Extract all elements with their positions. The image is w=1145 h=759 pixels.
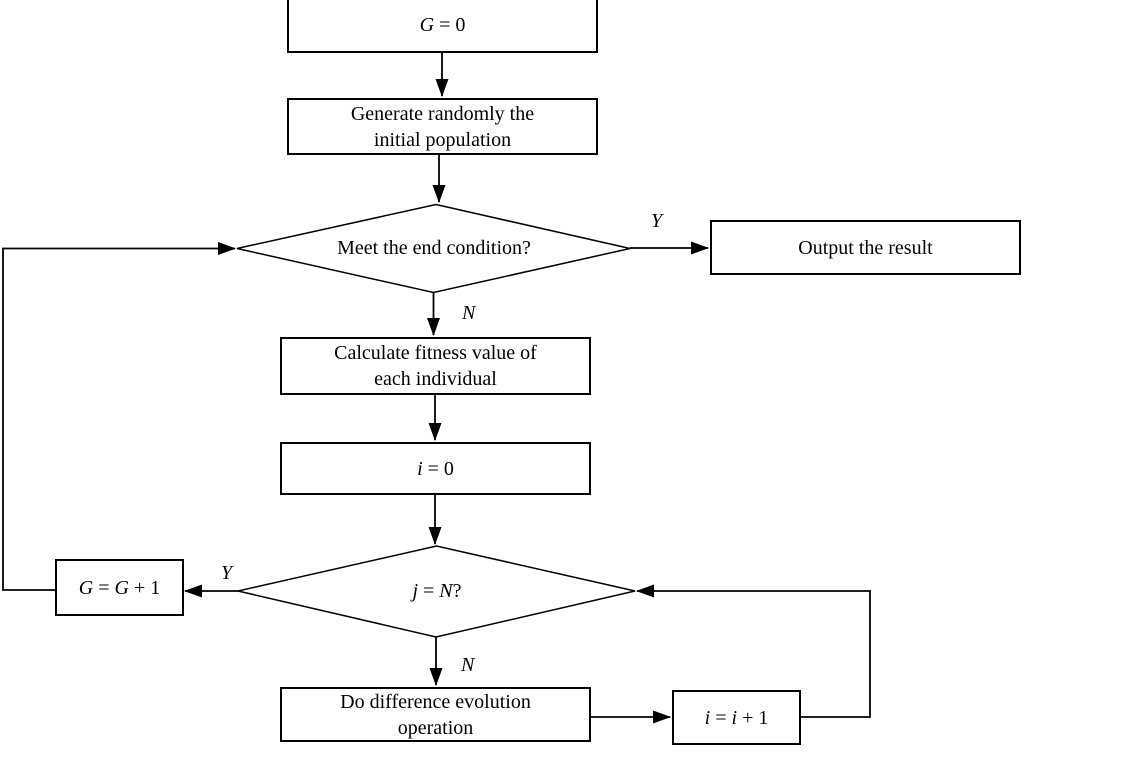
arrow-g-increment-to-meet <box>2 242 236 591</box>
node-output: Output the result <box>710 220 1021 275</box>
arrow-i-increment-to-j-check <box>636 584 871 718</box>
node-do-evolution-line1: Do difference evolution <box>340 690 531 713</box>
node-output-label: Output the result <box>798 236 933 259</box>
label-j-yes: Y <box>221 562 233 584</box>
node-g-increment-label: G = G + 1 <box>78 576 161 599</box>
node-generate-line2: initial population <box>373 128 512 151</box>
node-g-init: G = 0 <box>287 0 598 53</box>
label-meet-yes: Y <box>651 210 663 232</box>
node-calc-fitness-line2: each individual <box>374 368 497 390</box>
diamond-j-check-shape <box>237 545 636 638</box>
node-generate-line1: Generate randomly the <box>350 102 535 125</box>
node-calc-fitness-line1: Calculate fitness value of <box>334 342 537 364</box>
label-j-no: N <box>461 654 475 676</box>
node-do-evolution-line2: operation <box>397 716 474 739</box>
node-g-init-label: G = 0 <box>419 13 466 36</box>
node-generate: Generate randomly the initial population <box>287 98 598 155</box>
node-i-increment-label: i = i + 1 <box>704 706 769 729</box>
node-i-init-label: i = 0 <box>417 457 454 480</box>
node-do-evolution: Do difference evolution operation <box>280 687 591 742</box>
node-meet-label: Meet the end condition? <box>337 237 531 259</box>
node-i-init: i = 0 <box>280 442 591 495</box>
node-j-check-label: j = N? <box>412 580 462 602</box>
node-g-increment: G = G + 1 <box>55 559 184 616</box>
label-meet-no: N <box>462 302 476 324</box>
node-i-increment: i = i + 1 <box>672 690 801 745</box>
node-calc-fitness: Calculate fitness value of each individu… <box>280 337 591 395</box>
